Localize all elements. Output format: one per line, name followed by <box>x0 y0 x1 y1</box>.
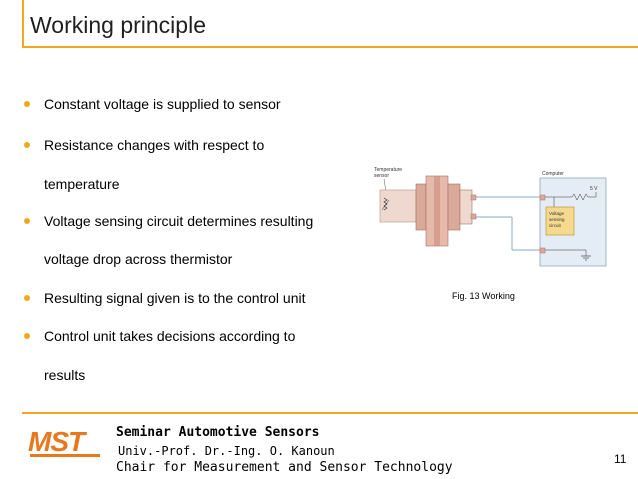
bullet-text: Voltage sensing circuit determines resul… <box>44 213 314 229</box>
bullet-text-continued: temperature <box>44 176 120 192</box>
footer-chair: Chair for Measurement and Sensor Technol… <box>116 460 453 475</box>
title-underline <box>22 46 638 48</box>
bullet-text: Control unit takes decisions according t… <box>44 328 296 344</box>
title-bar: Working principle <box>0 0 638 48</box>
bullet-text-continued: voltage drop across thermistor <box>44 251 233 267</box>
footer-professor: Univ.-Prof. Dr.-Ing. O. Kanoun <box>118 444 335 458</box>
sensor-label-2: sensor <box>374 173 389 179</box>
bullet-text-continued: results <box>44 367 86 383</box>
footer-rule <box>22 412 638 414</box>
page-number: 11 <box>614 452 627 466</box>
mst-logo: MST <box>28 426 100 457</box>
title-vertical-rule <box>22 0 24 48</box>
circuit-label-3: circuit <box>549 223 562 228</box>
circuit-label-1: Voltage <box>549 211 565 216</box>
bullet-dot <box>24 295 30 301</box>
slide-title: Working principle <box>30 12 206 38</box>
bullet-text: Resulting signal given is to the control… <box>44 290 306 306</box>
bullet-text: Constant voltage is supplied to sensor <box>44 96 281 112</box>
footer-seminar-title: Seminar Automotive Sensors <box>116 425 320 440</box>
sensor-label-1: Temperature <box>374 167 402 173</box>
circuit-label-2: sensing <box>549 217 565 222</box>
voltage-sensing-circuit <box>545 206 575 236</box>
figure-caption: Fig. 13 Working <box>452 291 515 301</box>
bullet-dot <box>24 101 30 107</box>
voltage-label: 5 V <box>590 186 598 192</box>
bullet-text: Resistance changes with respect to <box>44 137 265 153</box>
thermistor-icon <box>383 197 388 211</box>
bullet-dot <box>24 333 30 339</box>
sensor-probe <box>379 189 417 223</box>
computer-label: Computer <box>542 171 564 177</box>
bullet-dot <box>24 142 30 148</box>
svg-text:MST: MST <box>28 426 88 457</box>
bullet-dot <box>24 218 30 224</box>
resistor-icon <box>571 193 596 201</box>
sensor-circuit-figure: Temperature sensor Computer 5 V Voltage … <box>374 167 607 267</box>
